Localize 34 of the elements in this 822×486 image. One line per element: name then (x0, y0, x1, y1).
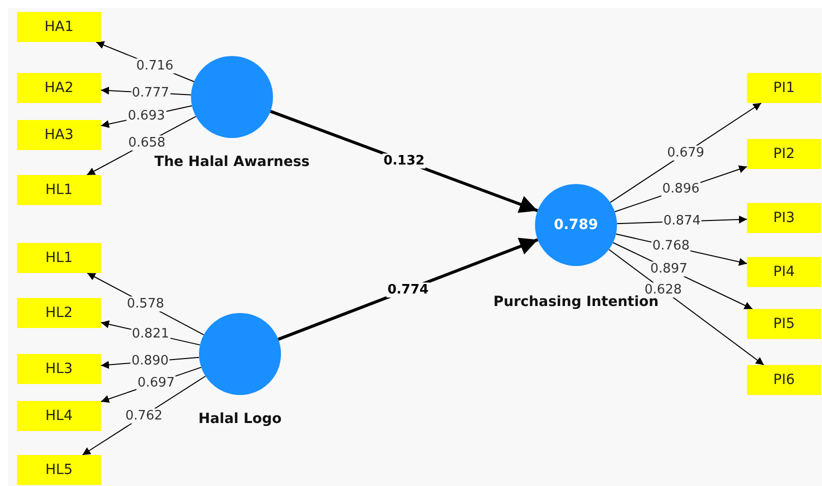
indicator-box: HA3 (17, 120, 101, 150)
edge-label: 0.578 (126, 296, 166, 312)
edge-label: 0.821 (130, 326, 170, 342)
indicator-box: PI3 (747, 203, 821, 233)
edge-label: 0.628 (644, 282, 683, 298)
indicator-box: HL1 (17, 175, 101, 205)
indicator-box: PI6 (747, 365, 821, 395)
edge-label: 0.774 (386, 282, 430, 297)
indicator-box: PI1 (747, 73, 821, 103)
edge-label: 0.897 (649, 262, 688, 277)
indicator-box: HL2 (17, 298, 101, 328)
edge-label: 0.658 (127, 135, 166, 150)
indicator-box: PI5 (747, 309, 821, 339)
edge-label: 0.762 (124, 408, 164, 424)
arrow (270, 110, 538, 213)
indicator-box: HL3 (17, 354, 101, 384)
indicator-box: HL4 (17, 401, 101, 431)
arrow (608, 249, 764, 366)
edge-label: 0.697 (136, 375, 176, 390)
edge-label: 0.768 (651, 238, 691, 254)
edge-label: 0.896 (661, 182, 700, 197)
indicator-box: HL5 (17, 455, 101, 485)
edge-label: 0.679 (666, 145, 706, 160)
indicator-box: HL1 (17, 243, 101, 273)
edge-label: 0.693 (126, 108, 166, 124)
indicator-box: PI4 (747, 257, 821, 287)
edge-label: 0.132 (382, 154, 426, 168)
indicator-box: HA1 (17, 12, 101, 42)
indicator-box: HA2 (17, 73, 101, 103)
arrow (278, 238, 538, 341)
edge-label: 0.716 (135, 58, 174, 74)
construct-name: Halal Logo (198, 411, 282, 427)
indicator-box: PI2 (747, 139, 821, 169)
construct-name: The Halal Awarness (154, 154, 310, 170)
